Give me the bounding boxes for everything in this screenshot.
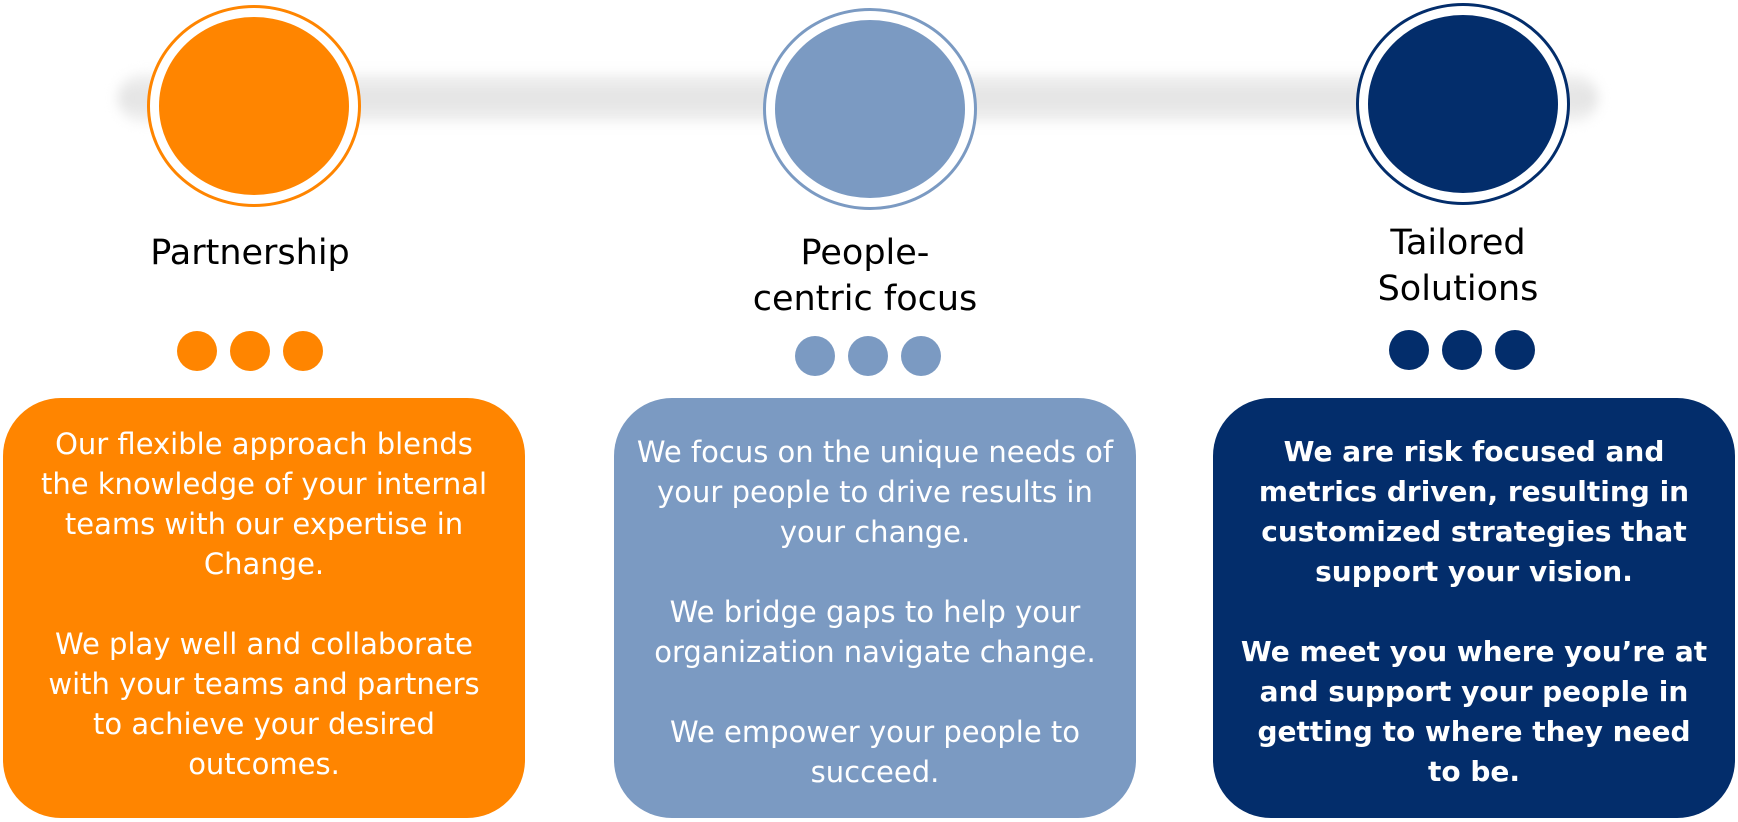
dot (848, 336, 888, 376)
pillar-card: Our flexible approach blends the knowled… (3, 398, 525, 818)
card-paragraph: We play well and collaborate with your t… (48, 627, 480, 781)
dot (1495, 330, 1535, 370)
pillar-card: We focus on the unique needs of your peo… (614, 398, 1136, 818)
pillar-dots (795, 336, 941, 376)
pillar-circle-fill (159, 17, 349, 195)
dot (1442, 330, 1482, 370)
card-paragraph: We empower your people to succeed. (669, 715, 1081, 789)
dot (901, 336, 941, 376)
pillar-circle-fill (775, 20, 965, 198)
pillar-dots (1389, 330, 1535, 370)
dot (230, 331, 270, 371)
pillar-circle-fill (1368, 15, 1558, 193)
dot (1389, 330, 1429, 370)
dot (795, 336, 835, 376)
pillar-card: We are risk focused and metrics driven, … (1213, 398, 1735, 818)
card-paragraph: We meet you where you’re at and support … (1240, 635, 1708, 788)
card-paragraph: We bridge gaps to help your organization… (654, 595, 1096, 669)
dot (283, 331, 323, 371)
card-paragraph: We focus on the unique needs of your peo… (636, 435, 1114, 549)
pillar-circle (147, 5, 361, 207)
pillar-circle (1356, 3, 1570, 205)
pillar-circle (763, 8, 977, 210)
card-paragraph: We are risk focused and metrics driven, … (1258, 435, 1690, 588)
pillar-title: People-centric focus (752, 233, 978, 319)
card-paragraph: Our flexible approach blends the knowled… (40, 427, 488, 581)
dot (177, 331, 217, 371)
pillar-title: Partnership (150, 233, 350, 273)
pillar-title: Tailored Solutions (1377, 223, 1539, 309)
pillar-dots (177, 331, 323, 371)
